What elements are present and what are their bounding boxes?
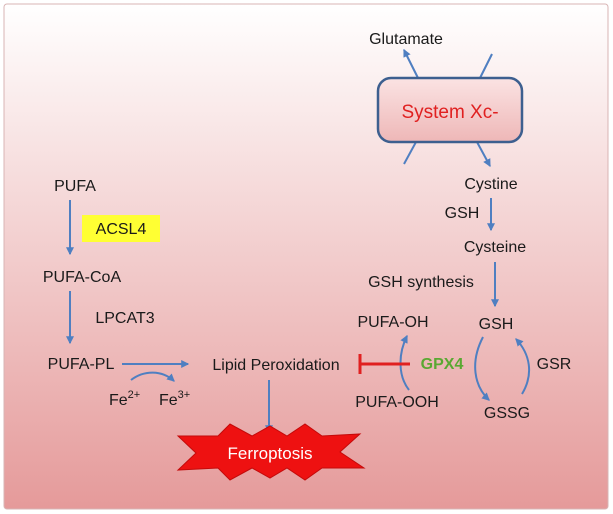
- fe2-label: Fe2+: [109, 389, 140, 409]
- pufa-ooh-label: PUFA-OOH: [355, 394, 439, 411]
- gssg-label: GSSG: [484, 405, 530, 422]
- pufa-coa-label: PUFA-CoA: [43, 269, 122, 286]
- gpx4-label: GPX4: [421, 356, 464, 373]
- pufa-pl-label: PUFA-PL: [48, 356, 115, 373]
- acsl4-label: ACSL4: [96, 221, 147, 238]
- arrow-fe2-to-fe3: [130, 371, 175, 382]
- pufa-oh-label: PUFA-OH: [357, 314, 428, 331]
- system-xc-label: System Xc-: [401, 102, 498, 123]
- ferroptosis-starburst: [176, 423, 366, 481]
- arrow-to-cystine: [476, 141, 491, 168]
- acsl4-highlight: [82, 215, 160, 242]
- cysteine-label: Cysteine: [464, 239, 526, 256]
- transporter-line-bottom-left: [403, 141, 417, 165]
- gsh-reductant-label: GSH: [445, 205, 480, 222]
- transporter-line-top-right: [479, 53, 493, 79]
- arrow-to-glutamate: [403, 48, 419, 79]
- gsh-synthesis-label: GSH synthesis: [368, 274, 474, 291]
- lipid-peroxidation-label: Lipid Peroxidation: [212, 357, 339, 374]
- arrow-gsh-to-gssg: [474, 336, 490, 401]
- fe2-base: Fe: [109, 392, 128, 409]
- arrow-gssg-to-gsh: [515, 338, 531, 395]
- cystine-label: Cystine: [464, 176, 517, 193]
- fe2-superscript: 2+: [128, 389, 141, 401]
- lpcat3-label: LPCAT3: [95, 310, 154, 327]
- ferroptosis-label: Ferroptosis: [227, 444, 312, 463]
- pufa-label: PUFA: [54, 178, 96, 195]
- gsh-label: GSH: [479, 316, 514, 333]
- fe3-base: Fe: [159, 392, 178, 409]
- fe3-superscript: 3+: [178, 389, 191, 401]
- glutamate-label: Glutamate: [369, 31, 443, 48]
- system-xc-transporter: [376, 76, 524, 144]
- gsr-label: GSR: [537, 356, 572, 373]
- fe3-label: Fe3+: [159, 389, 190, 409]
